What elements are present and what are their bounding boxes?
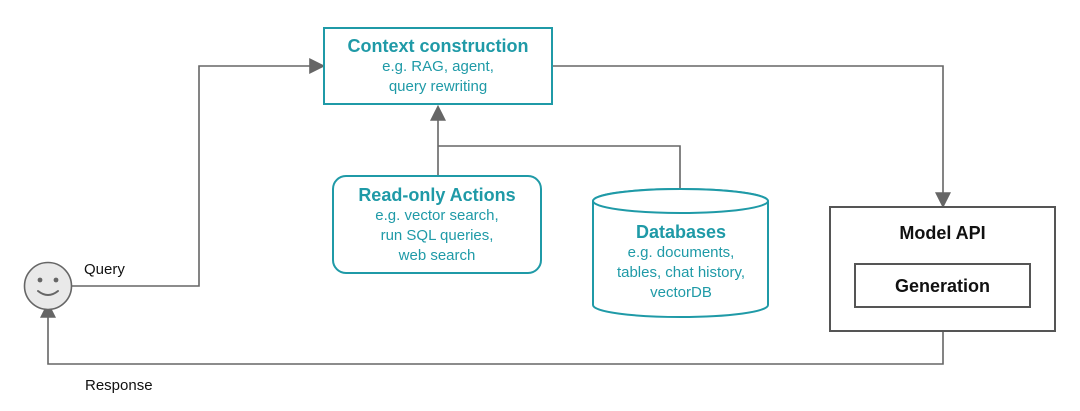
query-label: Query <box>84 261 125 278</box>
read-only-actions-title: Read-only Actions <box>358 184 516 205</box>
context-to-model-arrow <box>553 65 951 209</box>
databases-line-1: e.g. documents, <box>627 243 735 261</box>
smiley-face-icon <box>23 261 73 311</box>
generation-box: Generation <box>854 263 1031 308</box>
query-arrow <box>70 58 326 287</box>
read-only-actions-line-3: web search <box>398 246 476 264</box>
databases-box: Databases e.g. documents, tables, chat h… <box>593 214 769 309</box>
databases-title: Databases <box>635 221 727 242</box>
response-arrow <box>40 301 944 365</box>
context-construction-line-1: e.g. RAG, agent, <box>382 58 494 75</box>
context-construction-box: Context construction e.g. RAG, agent, qu… <box>323 27 553 105</box>
response-label: Response <box>85 377 153 394</box>
databases-line-3: vectorDB <box>650 283 712 301</box>
read-only-actions-box: Read-only Actions e.g. vector search, ru… <box>332 175 542 274</box>
generation-label: Generation <box>894 275 991 296</box>
model-api-title: Model API <box>899 223 986 243</box>
databases-line-2: tables, chat history, <box>616 263 746 281</box>
context-construction-line-2: query rewriting <box>388 78 488 95</box>
context-construction-title: Context construction <box>347 36 529 56</box>
database-cylinder <box>592 187 769 319</box>
read-only-actions-line-2: run SQL queries, <box>380 226 494 244</box>
database-connector-line <box>438 145 681 189</box>
read-only-actions-line-1: e.g. vector search, <box>375 206 499 224</box>
